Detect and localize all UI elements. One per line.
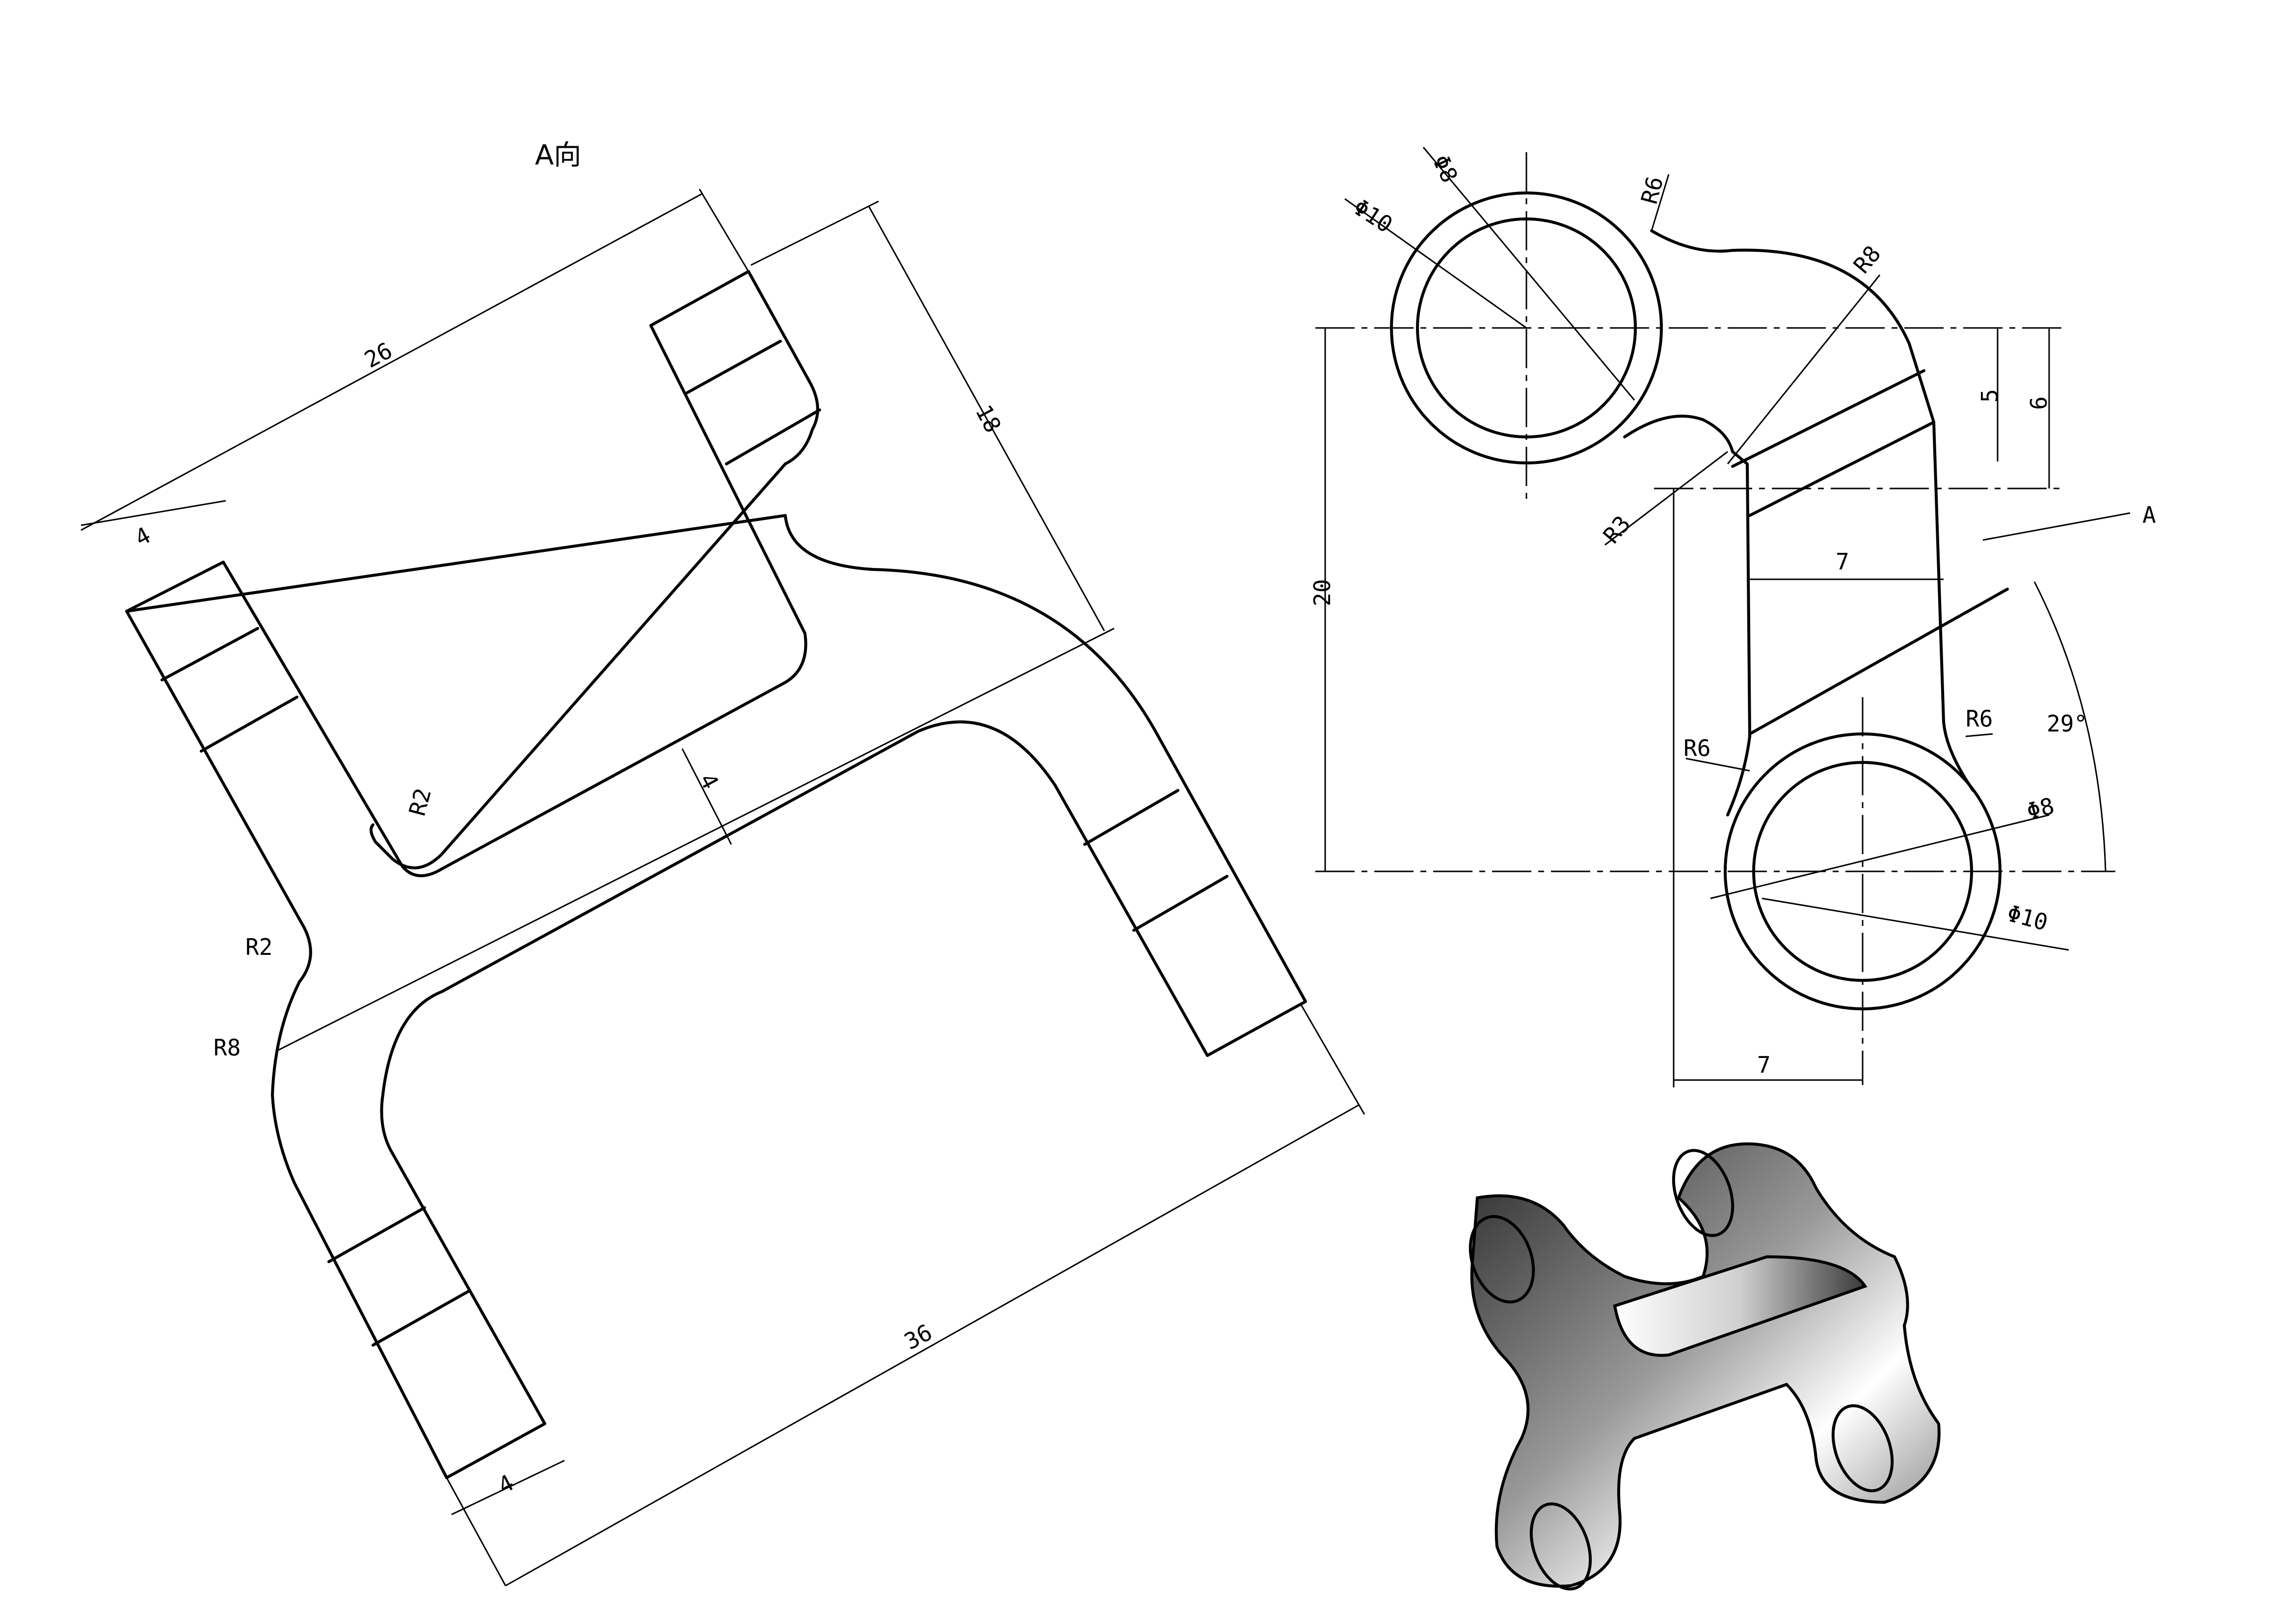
dim-36: 36 (900, 1319, 936, 1355)
dim-r6-left: R6 (1683, 735, 1710, 761)
main-outline (1623, 229, 1975, 816)
aux-left-arm (125, 514, 1307, 1479)
main-dimension-lines (1324, 147, 2131, 1087)
dim-18: 18 (970, 401, 1007, 437)
dim-r8: R8 (214, 1034, 240, 1061)
dim-r2-inner: R2 (404, 785, 436, 818)
arm-chamfer-2 (1748, 421, 1935, 517)
dim-angle: 29° (2047, 710, 2087, 737)
dim-phi8-top: Φ8 (1427, 151, 1463, 187)
dim-4-bar: 4 (694, 769, 724, 793)
section-label-a: A (2142, 502, 2156, 528)
iso-hole-3 (1529, 1502, 1592, 1591)
iso-view (1468, 1142, 1941, 1591)
top-boss-outer (1390, 191, 1663, 464)
iso-hole-4 (1831, 1404, 1894, 1492)
aux-arm-ticks (160, 340, 1228, 1347)
dim-phi10-bot: Φ10 (2004, 900, 2051, 936)
main-view: Φ8 Φ10 R6 R8 5 6 20 R3 7 R6 R6 29° Φ8 Φ1… (1309, 147, 2156, 1087)
aux-view: A向 26 4 1 (80, 139, 1365, 1587)
top-boss-hole (1416, 217, 1637, 438)
aux-view-title: A向 (535, 139, 581, 171)
arm-chamfer-3 (1748, 588, 2009, 735)
dim-5: 5 (1976, 389, 2003, 403)
center-lines (1315, 152, 2115, 1085)
aux-dimension-lines (80, 189, 1365, 1587)
dim-20: 20 (1309, 579, 1335, 606)
aux-upper-outline (125, 270, 819, 877)
dim-r2-notch: R2 (245, 934, 272, 960)
dim-26: 26 (360, 337, 397, 373)
iso-hole-1 (1468, 1215, 1535, 1304)
dim-7-bot: 7 (1757, 1052, 1771, 1078)
dim-6: 6 (2026, 396, 2052, 410)
dim-r3: R3 (1598, 511, 1636, 548)
arm-chamfer-1 (1731, 369, 1925, 468)
dim-4-top: 4 (131, 522, 155, 552)
iso-top-face (1613, 1255, 1868, 1357)
iso-body (1470, 1142, 1941, 1588)
dim-r8-arc: R8 (1848, 241, 1886, 278)
bottom-boss-hole (1752, 761, 1973, 982)
dim-r6-right: R6 (1966, 705, 1993, 732)
bottom-boss-outer (1724, 732, 2002, 1010)
dim-7-mid: 7 (1836, 548, 1849, 575)
iso-hole-2 (1672, 1149, 1735, 1237)
dim-r6-top: R6 (1636, 174, 1668, 207)
